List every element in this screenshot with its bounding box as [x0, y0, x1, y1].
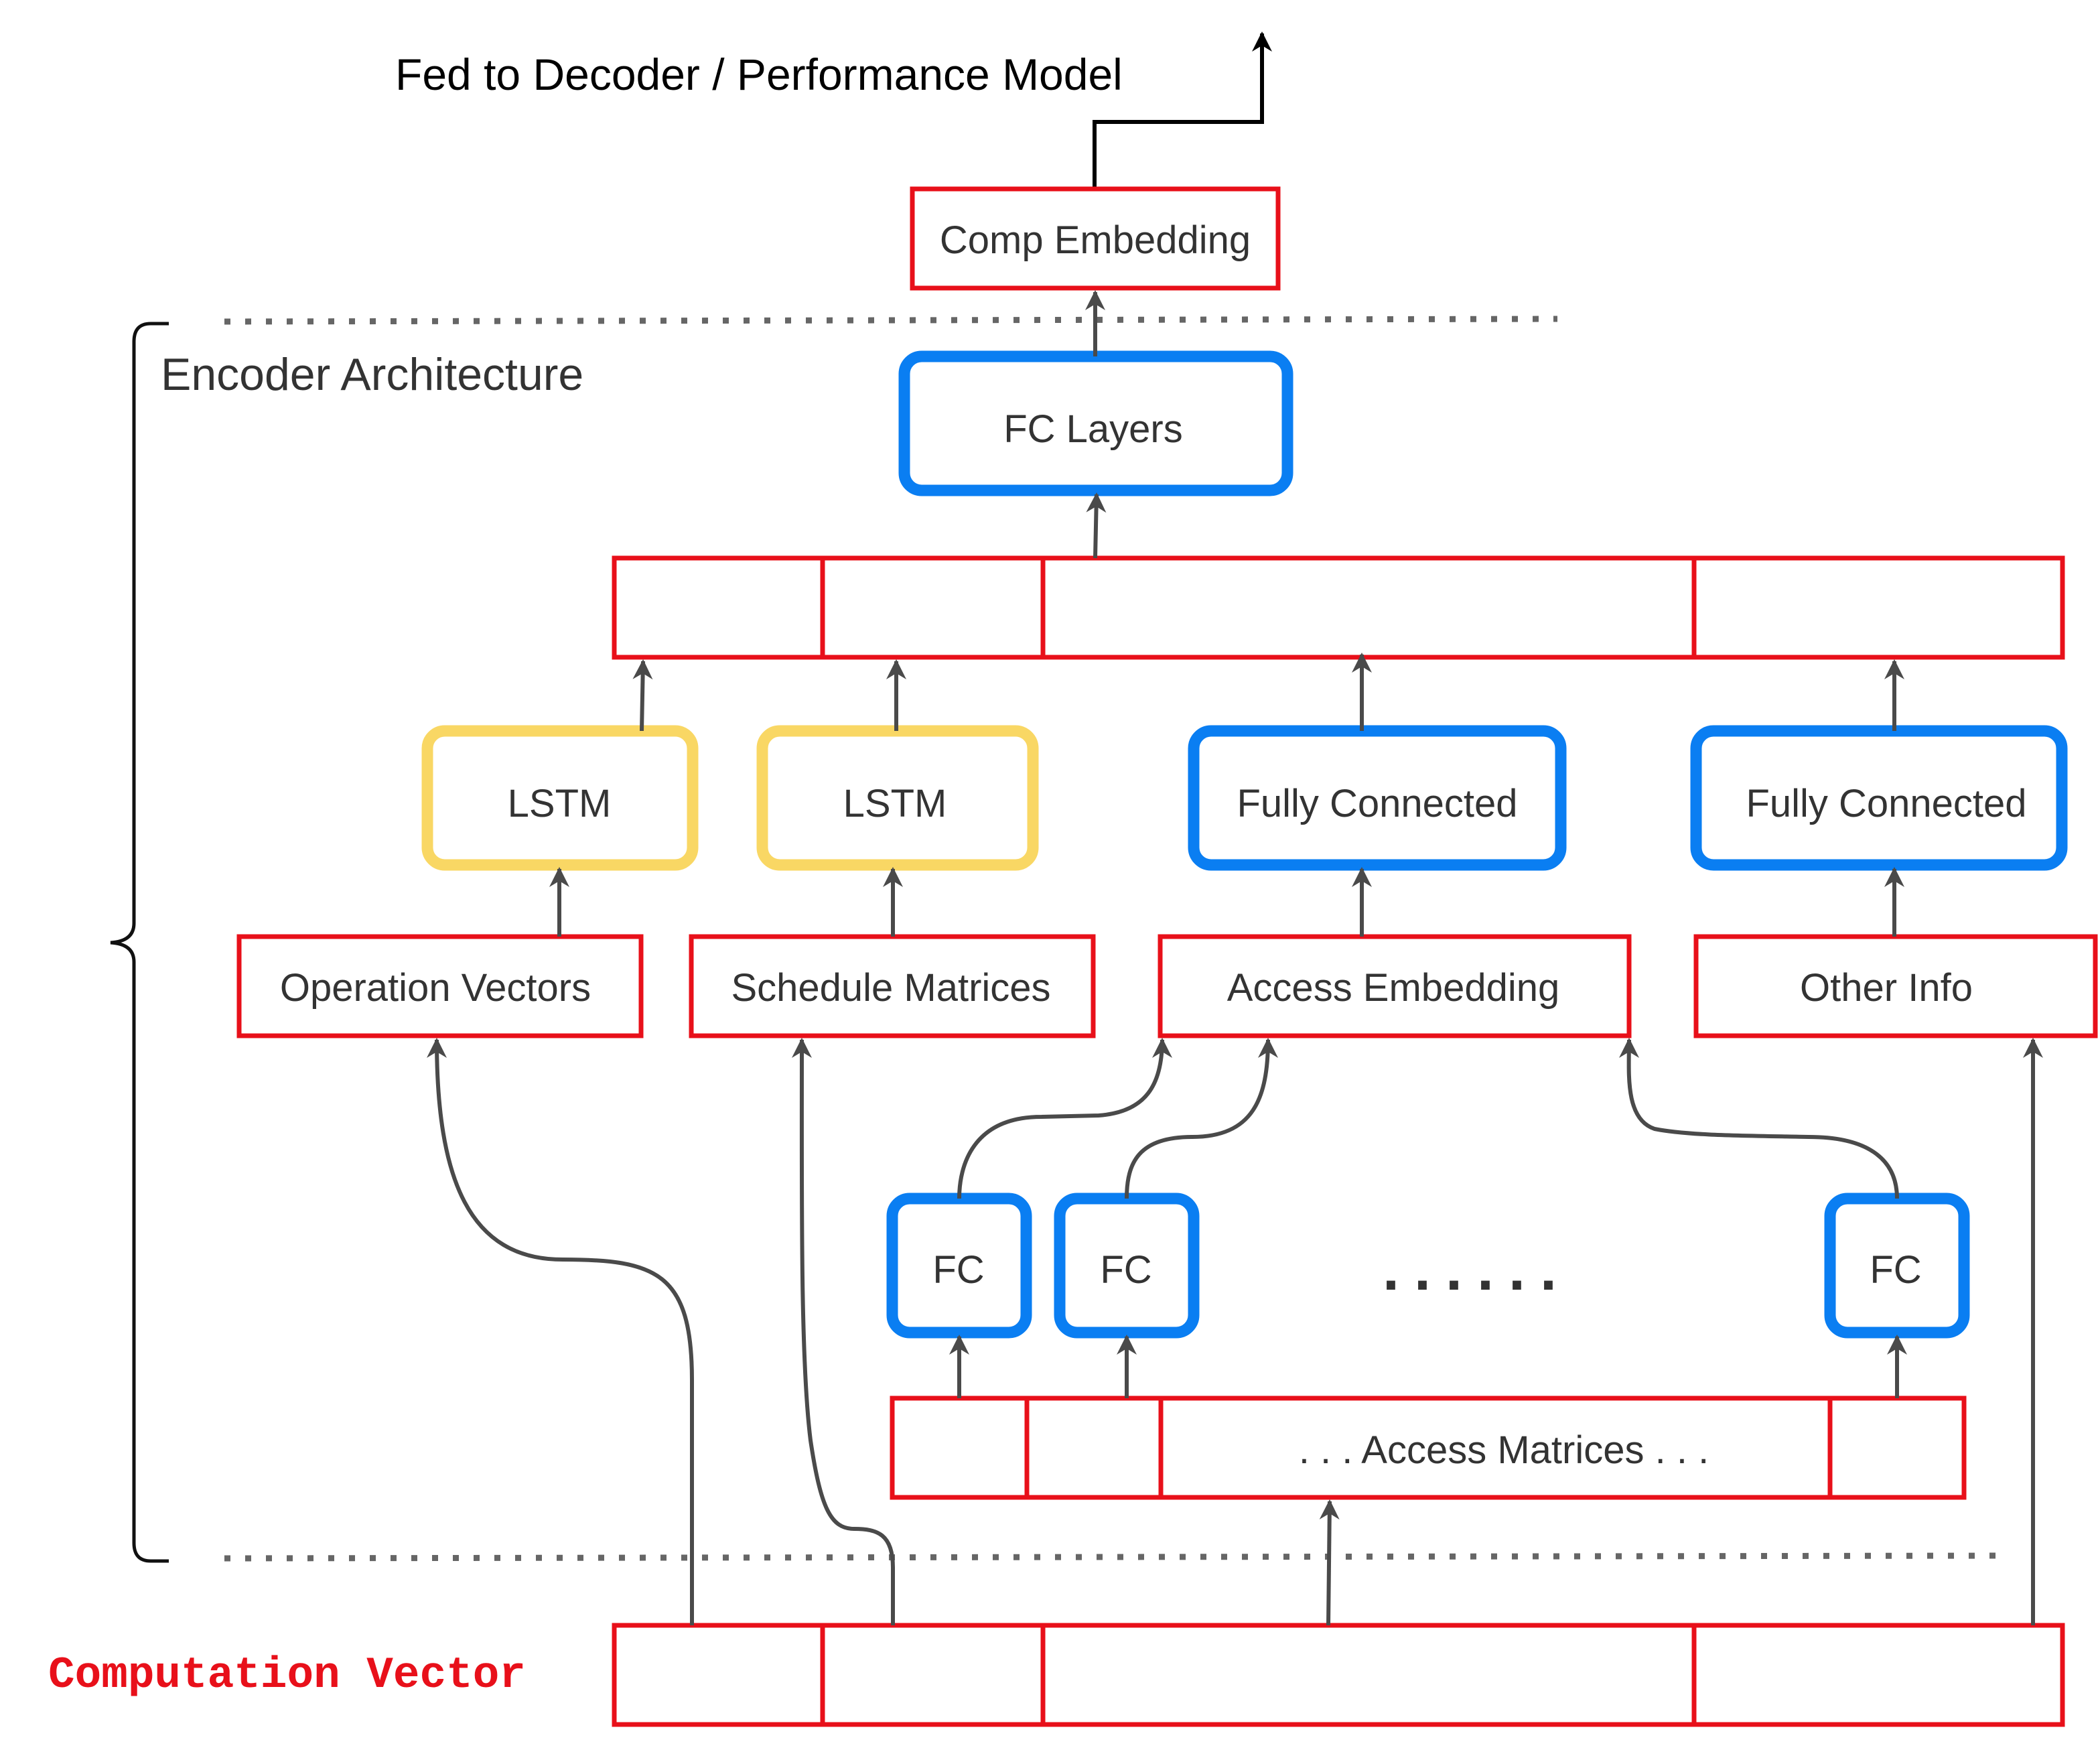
fully-connected-label-2: Fully Connected: [1746, 782, 2026, 825]
output-arrow: [1093, 31, 1272, 189]
operation-vectors-box: [236, 934, 644, 1038]
arrow-concat-to-fclayers: [1086, 492, 1107, 559]
operation-vectors-label: Operation Vectors: [280, 966, 591, 1010]
fc-label-1: FC: [932, 1248, 984, 1292]
lstm-box-1: [421, 725, 699, 871]
encoder-brace: [110, 322, 169, 1563]
fully-connected-box-1: [1188, 725, 1567, 871]
access-matrices-row: [890, 1396, 1967, 1500]
diagram-title: Fed to Decoder / Performance Model: [395, 50, 1123, 99]
fc-label-3: FC: [1870, 1248, 1921, 1292]
arrow-compvector-to-schedmatrices: [791, 1038, 895, 1625]
fully-connected-box-2: [1690, 725, 2068, 871]
encoder-architecture-label: Encoder Architecture: [161, 349, 583, 400]
computation-vector: [612, 1623, 2065, 1727]
access-embedding-box: [1158, 934, 1632, 1038]
arrow-compvector-to-opvectors: [427, 1038, 694, 1625]
concat-vector: [612, 555, 2065, 660]
comp-embedding-box: [910, 186, 1281, 291]
lstm-label-2: LSTM: [843, 782, 947, 825]
bottom-dotted-separator: [224, 1552, 2004, 1562]
computation-vector-label: Computation Vector: [48, 1650, 526, 1700]
arrow-fcsmall2-to-accessemb: [1125, 1038, 1278, 1199]
ellipsis-dots: ......: [1383, 1236, 1571, 1303]
arrow-compvector-to-accessmatrices: [1319, 1499, 1340, 1626]
access-matrices-label: . . . Access Matrices . . .: [1299, 1428, 1709, 1472]
fc-layers-label: FC Layers: [1003, 407, 1183, 451]
arrow-fcsmall3-to-accessemb: [1618, 1038, 1899, 1199]
arrow-lstm1-to-concat: [632, 659, 653, 732]
top-dotted-separator: [224, 316, 1558, 325]
schedule-matrices-label: Schedule Matrices: [731, 966, 1050, 1010]
schedule-matrices-box: [689, 934, 1096, 1038]
other-info-box: [1693, 934, 2098, 1038]
other-info-label: Other Info: [1800, 966, 1973, 1010]
access-embedding-label: Access Embedding: [1227, 966, 1559, 1010]
fully-connected-label-1: Fully Connected: [1237, 782, 1517, 825]
comp-embedding-label: Comp Embedding: [940, 218, 1251, 262]
fc-label-2: FC: [1100, 1248, 1151, 1292]
lstm-label-1: LSTM: [508, 782, 612, 825]
arrow-fcsmall1-to-accessemb: [957, 1038, 1172, 1199]
